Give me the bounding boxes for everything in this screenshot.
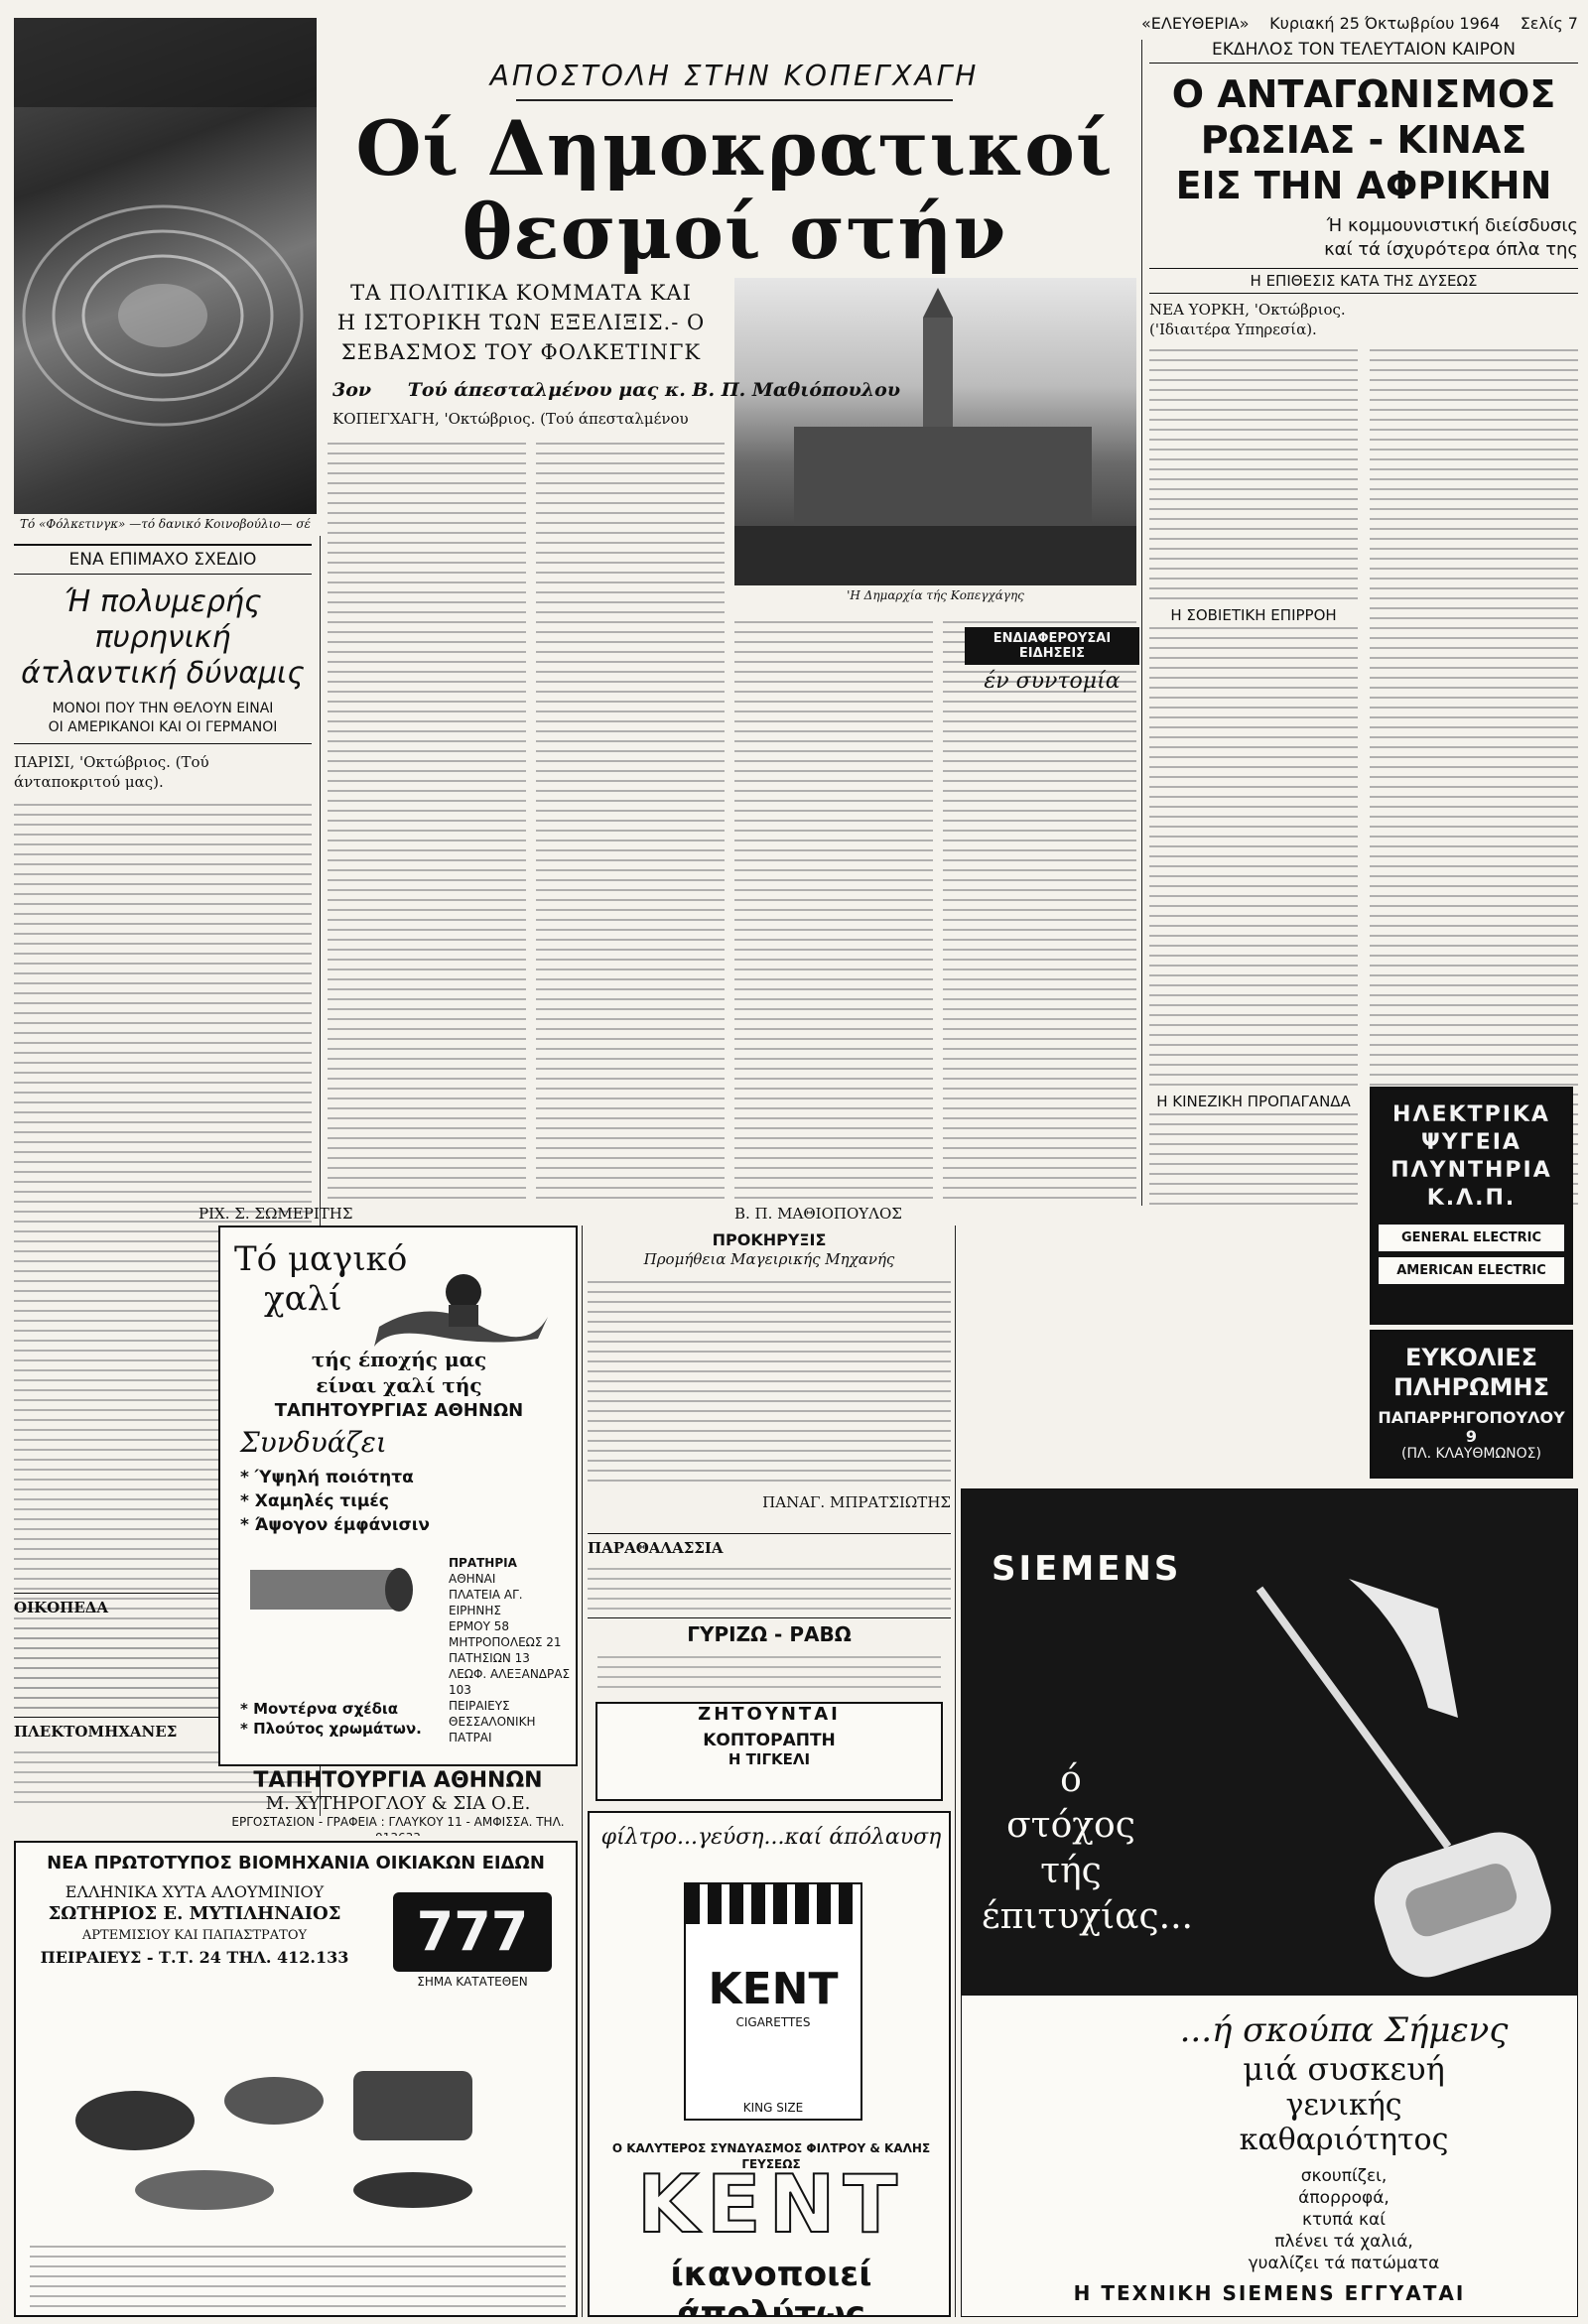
classified-body: [588, 1562, 951, 1612]
news-subtitle: έν συντομία: [984, 669, 1121, 694]
column-rule: [1141, 40, 1142, 1206]
paper-name: «ΕΛΕΥΘΕΡΙΑ»: [1141, 13, 1250, 33]
carpet-ad: Τό μαγικό χαλί τής έποχής μας είναι χαλί…: [218, 1226, 578, 1766]
fridge-text: ΗΛΕΚΤΡΙΚΑ ΨΥΓΕΙΑ ΠΛΥΝΤΗΡΙΑ Κ.Λ.Π.: [1390, 1102, 1552, 1211]
byline: Τού άπεσταλμένου μας κ. Β. Π. Μαθιόπουλο…: [407, 379, 901, 401]
right-subhead-2: Η ΣΟΒΙΕΤΙΚΗ ΕΠΙΡΡΟΗ: [1149, 605, 1358, 627]
kent-brand-big: KENT: [636, 2158, 906, 2251]
kent-tagline: Ο ΚΑΛΥΤΕΡΟΣ ΣΥΝΔΥΑΣΜΟΣ ΦΙΛΤΡΟΥ & ΚΑΛΗΣ Γ…: [611, 2141, 931, 2171]
kent-ad: φίλτρο...γεύση...καί άπόλαυση KENT CIGAR…: [588, 1811, 951, 2317]
notice-subtitle: Προμήθεια Μαγειρικής Μηχανής: [643, 1250, 895, 1268]
siemens-logo: SIEMENS: [992, 1549, 1182, 1589]
column-rule: [320, 536, 321, 1816]
alu-company: ΕΛΛΗΝΙΚΑ ΧΥΤΑ ΑΛΟΥΜΙΝΙΟΥ ΣΩΤΗΡΙΟΣ Ε. ΜΥΤ…: [40, 1882, 349, 1967]
main-deck: ΤΑ ΠΟΛΙΤΙΚΑ ΚΟΜΜΑΤΑ ΚΑΙ Η ΙΣΤΟΡΙΚΗ ΤΩΝ Ε…: [336, 281, 706, 364]
kicker-rule: [516, 99, 953, 101]
parliament-illustration: [14, 18, 317, 427]
left-signature: ΡΙΧ. Σ. ΣΩΜΕΡΙΤΗΣ: [198, 1205, 353, 1223]
right-subhead: Η ΕΠΙΘΕΣΙΣ ΚΑΤΑ ΤΗΣ ΔΥΣΕΩΣ: [1149, 268, 1578, 294]
ge-logo: GENERAL ELECTRIC: [1379, 1225, 1564, 1251]
main-body-col1: [328, 437, 526, 1201]
right-dateline: ΝΕΑ ΥΟΡΚΗ, 'Οκτώβριος. ('Ιδιαιτέρα Υπηρε…: [1149, 301, 1346, 338]
main-kicker: ΑΠΟΣΤΟΛΗ ΣΤΗΝ ΚΟΠΕΓΧΑΓΗ: [489, 60, 980, 92]
classified-title: ΠΑΡΑΘΑΛΑΣΣΙΑ: [588, 1539, 724, 1557]
main-body-col2: [536, 437, 725, 1201]
column-rule: [582, 1226, 583, 2317]
right-body-col1: [1149, 343, 1358, 1206]
news-brief: ΕΝΔΙΑΦΕΡΟΥΣΑΙ ΕΙΔΗΣΕΙΣ έν συντομία: [965, 627, 1139, 756]
main-headline: Οί Δημοκρατικοί θεσμοί στήν Δανία: [355, 107, 1114, 276]
kent-filters: [686, 1884, 860, 1924]
main-dateline: ΚΟΠΕΓΧΑΓΗ, 'Οκτώβριος. (Τού άπεσταλμένου…: [332, 410, 689, 431]
city-hall-photo: [734, 278, 1136, 585]
right-body-col2: [1370, 343, 1578, 1206]
left-deck: ΜΟΝΟΙ ΠΟΥ ΤΗΝ ΘΕΛΟΥΝ ΕΙΝΑΙ ΟΙ ΑΜΕΡΙΚΑΝΟΙ…: [14, 700, 312, 744]
alu-title: ΝΕΑ ΠΡΩΤΟΤΥΠΟΣ ΒΙΟΜΗΧΑΝΙΑ ΟΙΚΙΑΚΩΝ ΕΙΔΩΝ: [47, 1853, 545, 1873]
cookware-illustration: [75, 2071, 472, 2210]
carpet-company: ΤΑΠΗΤΟΥΡΓΙΑ ΑΘΗΝΩΝ Μ. ΧΥΤΗΡΟΓΛΟΥ & ΣΙΑ Ο…: [231, 1768, 565, 1836]
siemens-ad: SIEMENS ό στόχος τής έπιτυχίας... ...ή σ…: [961, 1488, 1578, 2317]
classified-title: ΠΛΕΚΤΟΜΗΧΑΝΕΣ: [14, 1723, 178, 1741]
city-hall-caption: 'Η Δημαρχία τής Κοπεγχάγης: [847, 588, 1024, 602]
classified-body: [597, 1650, 941, 1690]
city-hall-illustration: [734, 288, 1136, 585]
right-deck: Ή κομμουνιστική διείσδυσις καί τά ίσχυρό…: [1324, 215, 1578, 260]
siemens-guarantee: Η ΤΕΧΝΙΚΗ SIEMENS ΕΓΓΥΑΤΑΙ: [1073, 2281, 1466, 2305]
vacuum-cleaner-illustration: [1256, 1579, 1551, 1978]
ae-logo: AMERICAN ELECTRIC: [1379, 1257, 1564, 1284]
main-body-col4: [943, 615, 1136, 1201]
carpet-benefits: * Ύψηλή ποιότητα * Χαμηλές τιμές * Άψογο…: [240, 1468, 430, 1535]
carpet-stores: ΠΡΑΤΗΡΙΑ ΑΘΗΝΑΙ ΠΛΑΤΕΙΑ ΑΓ. ΕΙΡΗΝΗΣ ΕΡΜΟ…: [449, 1556, 571, 1744]
carpet-features: * Μοντέρνα σχέδια * Πλούτος χρωμάτων.: [240, 1700, 422, 1738]
left-kicker: ΕΝΑ ΕΠΙΜΑΧΟ ΣΧΕΔΙΟ: [14, 544, 312, 575]
fridge-ad: ΗΛΕΚΤΡΙΚΑ ΨΥΓΕΙΑ ΠΛΥΝΤΗΡΙΑ Κ.Λ.Π. GENERA…: [1370, 1087, 1573, 1325]
right-kicker: ΕΚΔΗΛΟΣ ΤΟΝ ΤΕΛΕΥΤΑΙΟΝ ΚΑΙΡΟΝ: [1149, 40, 1578, 64]
notice: ΠΡΟΚΗΡΥΞΙΣ Προμήθεια Μαγειρικής Μηχανής …: [588, 1230, 951, 1528]
kent-slogan: ίκανοποιεί άπολύτως: [670, 2255, 872, 2317]
classified-tailor: ΓΥΡΙΖΩ - ΡΑΒΩ: [588, 1617, 951, 1697]
column-rule: [955, 1226, 956, 2317]
flying-carpet-icon: [374, 1274, 548, 1347]
classified-seaside: ΠΑΡΑΘΑΛΑΣΣΙΑ: [588, 1533, 951, 1613]
siemens-copy: ...ή σκούπα Σήμενς μιά συσκευή γενικής κ…: [1179, 2010, 1509, 2273]
classified-wanted: ΖΗΤΟΥΝΤΑΙ ΚΟΠΤΟΡΑΠΤΗ Η ΤΙΓΚΕΛΙ: [596, 1702, 943, 1801]
classified-title: ΟΙΚΟΠΕΔΑ: [14, 1599, 109, 1616]
main-byline: 3ον Τού άπεσταλμένου μας κ. Β. Π. Μαθιόπ…: [332, 379, 1126, 407]
notice-body: [588, 1275, 951, 1488]
parliament-photo: [14, 18, 317, 514]
kent-pack: KENT CIGARETTES KING SIZE: [684, 1882, 862, 2121]
carpet-combines: Συνδυάζει: [240, 1426, 387, 1459]
left-headline: Ή πολυμερής πυρηνική άτλαντική δύναμις: [21, 584, 305, 691]
notice-signature: ΠΑΝΑΓ. ΜΠΡΑΤΣΙΩΤΗΣ: [762, 1493, 951, 1511]
photo-caption: Τό «Φόλκετινγκ» —τό δανικό Κοινοβούλιο— …: [20, 517, 311, 534]
news-title: ΕΝΔΙΑΦΕΡΟΥΣΑΙ ΕΙΔΗΣΕΙΣ: [965, 627, 1139, 665]
carpet-headline: Τό μαγικό χαλί: [234, 1239, 408, 1319]
right-headline: Ο ΑΝΤΑΓΩΝΙΣΜΟΣ ΡΩΣΙΑΣ - ΚΙΝΑΣ ΕΙΣ ΤΗΝ ΑΦ…: [1171, 72, 1556, 207]
page-number: Σελίς 7: [1520, 13, 1578, 33]
alu-trademark: ΣΗΜΑ ΚΑΤΑΤΕΘΕΝ: [417, 1975, 528, 1989]
notice-title: ΠΡΟΚΗΡΥΞΙΣ: [712, 1230, 827, 1249]
kent-script: φίλτρο...γεύση...καί άπόλαυση: [600, 1825, 942, 1850]
left-dateline: ΠΑΡΙΣΙ, 'Οκτώβριος. (Τού άνταποκριτού μα…: [14, 753, 209, 791]
rolled-carpet-icon: [250, 1568, 413, 1612]
alu-logo: 777: [393, 1892, 552, 1972]
right-story: ΕΚΔΗΛΟΣ ΤΟΝ ΤΕΛΕΥΤΑΙΟΝ ΚΑΙΡΟΝ Ο ΑΝΤΑΓΩΝΙ…: [1149, 40, 1578, 1206]
right-subhead-3: Η ΚΙΝΕΖΙΚΗ ΠΡΟΠΑΓΑΝΔΑ: [1149, 1092, 1358, 1113]
carpet-sub: τής έποχής μας είναι χαλί τής ΤΑΠΗΤΟΥΡΓΙ…: [274, 1348, 524, 1421]
masthead: «ΕΛΕΥΘΕΡΙΑ» Κυριακή 25 Όκτωβρίου 1964 Σε…: [1141, 8, 1578, 38]
issue-date: Κυριακή 25 Όκτωβρίου 1964: [1269, 13, 1501, 33]
payment-ad: ΕΥΚΟΛΙΕΣ ΠΛΗΡΩΜΗΣ ΠΑΠΑΡΡΗΓΟΠΟΥΛΟΥ 9 (ΠΛ.…: [1370, 1330, 1573, 1479]
main-signature: Β. Π. ΜΑΘΙΟΠΟΥΛΟΣ: [734, 1205, 902, 1223]
series-part: 3ον: [332, 379, 372, 401]
main-body-col3: [734, 615, 933, 1201]
aluminium-ad: ΝΕΑ ΠΡΩΤΟΤΥΠΟΣ ΒΙΟΜΗΧΑΝΙΑ ΟΙΚΙΑΚΩΝ ΕΙΔΩΝ…: [14, 1841, 578, 2317]
alu-body: [30, 2240, 566, 2309]
siemens-slogan: ό στόχος τής έπιτυχίας...: [982, 1759, 1193, 1937]
